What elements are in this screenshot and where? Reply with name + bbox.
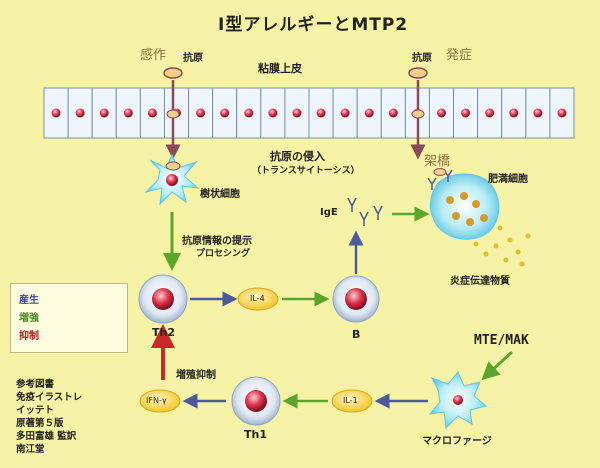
label-mte: MTE/MAK: [474, 333, 529, 348]
epithelial-nucleus: [364, 108, 374, 118]
epithelial-nucleus: [196, 108, 206, 118]
legend-enhance: 増強: [19, 313, 39, 324]
epithelial-cell: [284, 87, 310, 139]
reference-line: 免疫イラストレ: [16, 392, 83, 403]
ifn-oval: [139, 389, 181, 413]
handwritten-sensitization: 感作: [140, 48, 167, 63]
legend-box: 産生 増強 抑制: [10, 283, 128, 353]
reference-line: 南江堂: [16, 444, 45, 455]
epithelial-nucleus: [292, 108, 302, 118]
reference-line: 参考図書: [16, 379, 55, 390]
reference-block: 参考図書 免疫イラストレ イッテト 原著第５版 多田富雄 監訳 南江堂: [16, 378, 82, 456]
il4-oval: [237, 287, 279, 311]
epithelial-nucleus: [557, 108, 567, 118]
label-ifn: IFN-γ: [146, 396, 167, 405]
epithelium-layer: [43, 87, 575, 139]
epithelial-nucleus: [388, 108, 398, 118]
epithelial-nucleus: [485, 108, 495, 118]
epithelial-nucleus: [437, 108, 446, 118]
label-processing: プロセシング: [196, 249, 251, 259]
epithelial-nucleus: [99, 108, 109, 118]
mediator-granules: [473, 225, 531, 267]
il1-oval: [331, 389, 373, 413]
epithelial-cell: [428, 87, 455, 139]
epithelial-nucleus: [220, 108, 230, 118]
label-macrophage: マクロファージ: [422, 436, 492, 447]
reference-line: 原著第５版: [16, 418, 64, 429]
label-dendritic: 樹状細胞: [200, 189, 240, 200]
label-invasion: 抗原の侵入: [270, 150, 325, 163]
epithelial-nucleus: [123, 108, 133, 118]
handwritten-onset: 発症: [446, 48, 473, 63]
reference-line: イッテト: [16, 405, 55, 416]
label-antigen-right: 抗原: [412, 53, 432, 64]
epithelial-nucleus: [461, 108, 471, 118]
label-ige: IgE: [320, 207, 338, 218]
antigen-particle-left: [163, 67, 183, 79]
label-transcytosis: （トランスサイトーシス）: [252, 166, 360, 176]
epithelial-nucleus: [340, 108, 350, 118]
epithelial-cell: [453, 87, 479, 139]
dendritic-cell: [144, 153, 200, 206]
antigen-in-cell-left: [166, 109, 180, 119]
diagram-title: Ⅰ型アレルギーとMTP2: [218, 15, 409, 35]
b-cell: [332, 275, 380, 323]
label-epithelium: 粘膜上皮: [258, 62, 302, 75]
antigen-particle-right: [408, 67, 428, 79]
legend-produce: 産生: [19, 295, 39, 306]
label-il4: IL-4: [250, 294, 265, 303]
epithelial-nucleus: [75, 108, 85, 118]
epithelial-nucleus: [268, 108, 278, 118]
label-inhibit-growth: 増殖抑制: [176, 370, 216, 381]
label-b: B: [352, 328, 361, 341]
label-mast-cell: 肥満細胞: [488, 174, 528, 185]
epithelial-nucleus: [533, 108, 543, 118]
mast-cell: [427, 168, 500, 240]
epithelial-nucleus: [147, 108, 157, 118]
label-th2: Th2: [152, 326, 175, 339]
reference-line: 多田富雄 監訳: [16, 431, 77, 442]
label-antigen-presentation: 抗原情報の提示: [182, 236, 252, 247]
th2-cell: [138, 274, 188, 324]
label-mediators: 炎症伝達物質: [450, 276, 510, 287]
th1-cell: [231, 376, 281, 426]
epithelial-nucleus: [244, 108, 254, 118]
ige-antibodies: [347, 197, 383, 226]
arrow-mte-to-macrophage: [481, 350, 514, 381]
label-antigen-left: 抗原: [183, 53, 203, 64]
macrophage-cell: [428, 371, 488, 430]
epithelial-nucleus: [316, 108, 326, 118]
epithelial-nucleus: [509, 108, 519, 118]
epithelial-nucleus: [51, 108, 61, 118]
label-th1: Th1: [244, 428, 267, 441]
label-il1: IL-1: [343, 396, 358, 405]
antigen-in-cell-right: [411, 109, 425, 119]
legend-suppress: 抑制: [19, 331, 39, 342]
handwritten-crosslink: 架橋: [424, 154, 451, 169]
